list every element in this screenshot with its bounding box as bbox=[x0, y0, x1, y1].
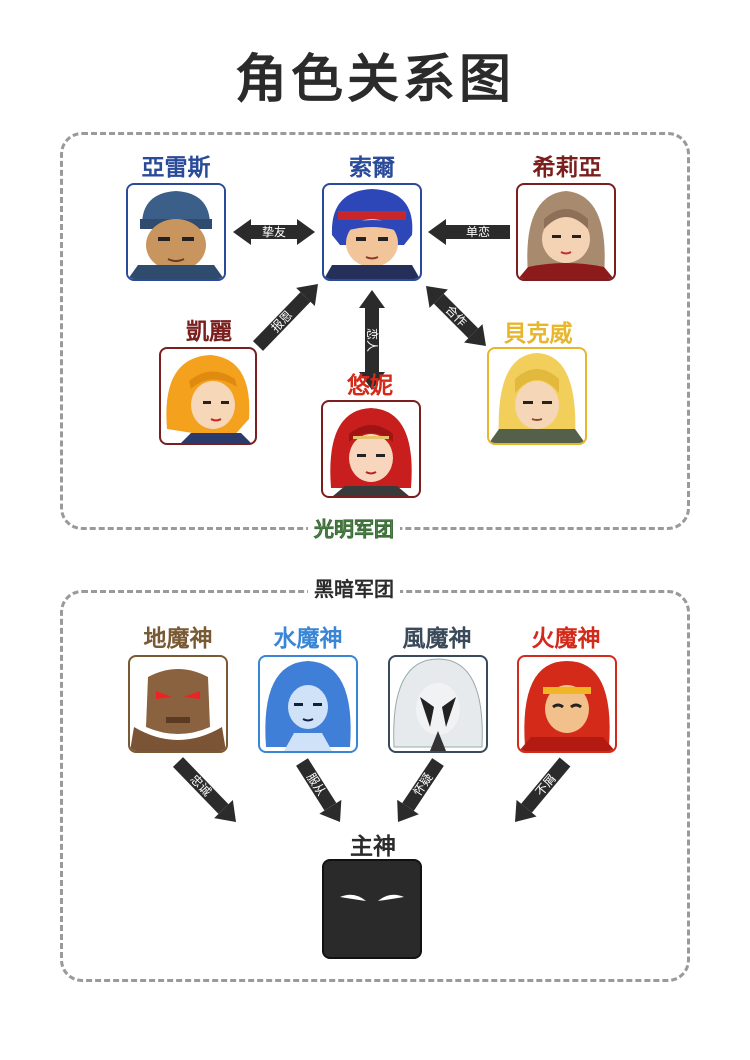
relation-fengmoshen-zhushen: 怀疑 bbox=[397, 758, 444, 822]
name-dimoshen: 地魔神 bbox=[143, 626, 213, 652]
relation-xiliya-suoer: 单恋 bbox=[428, 219, 510, 245]
relation-shuimoshen-zhushen: 服从 bbox=[296, 758, 342, 823]
name-beikewei: 貝克威 bbox=[503, 321, 573, 347]
portrait-dimoshen bbox=[128, 655, 228, 753]
portrait-yaleisi bbox=[126, 183, 226, 281]
name-xiliya: 希莉亞 bbox=[532, 155, 602, 181]
portrait-fengmoshen bbox=[388, 655, 488, 753]
portrait-beikewei bbox=[487, 347, 587, 445]
portrait-suoer bbox=[322, 183, 422, 281]
name-zhushen: 主神 bbox=[350, 834, 396, 860]
relation-yaleisi-suoer: 挚友 bbox=[233, 219, 315, 245]
portrait-huomoshen bbox=[517, 655, 617, 753]
name-fengmoshen: 風魔神 bbox=[402, 626, 472, 652]
relation-huomoshen-zhushen: 不屑 bbox=[515, 757, 571, 822]
relation-dimoshen-zhushen: 忠诚 bbox=[172, 757, 236, 823]
name-youni: 悠妮 bbox=[347, 373, 393, 399]
portrait-shuimoshen bbox=[258, 655, 358, 753]
page-title: 角色关系图 bbox=[234, 50, 515, 110]
portrait-xiliya bbox=[516, 183, 616, 281]
portrait-kaili bbox=[159, 347, 257, 445]
relation-label: 单恋 bbox=[466, 224, 490, 239]
name-kaili: 凱麗 bbox=[186, 319, 232, 345]
relation-label: 恋人 bbox=[365, 328, 380, 352]
relation-suoer-beikewei: 合作 bbox=[426, 286, 486, 346]
name-suoer: 索爾 bbox=[349, 155, 395, 181]
relation-label: 挚友 bbox=[262, 225, 286, 239]
light-army-label: 光明军团 bbox=[308, 516, 400, 542]
name-huomoshen: 火魔神 bbox=[531, 626, 601, 652]
dark-army-label: 黑暗军团 bbox=[308, 576, 400, 602]
relation-suoer-youni: 恋人 bbox=[359, 290, 385, 390]
portrait-youni bbox=[321, 400, 421, 498]
name-yaleisi: 亞雷斯 bbox=[141, 155, 211, 181]
name-shuimoshen: 水魔神 bbox=[273, 626, 343, 652]
portrait-zhushen bbox=[322, 859, 422, 959]
